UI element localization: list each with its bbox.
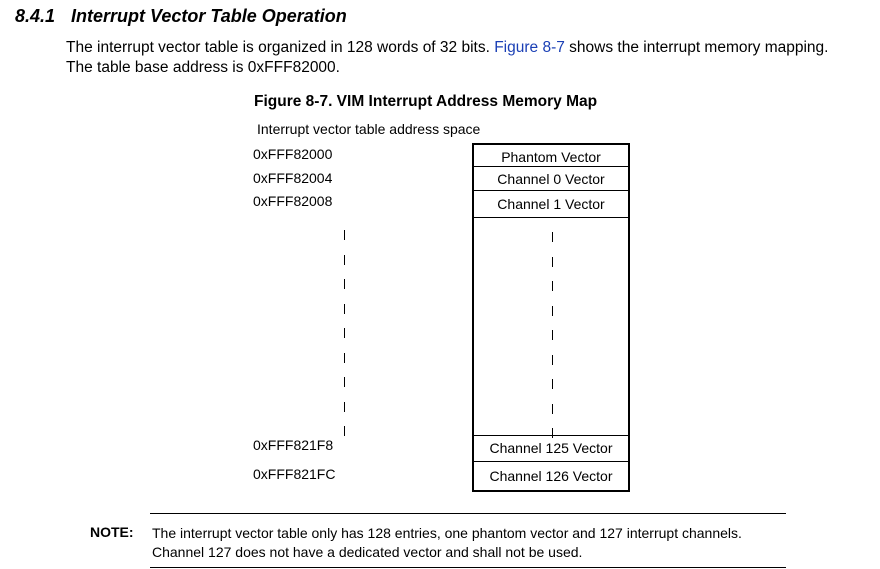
address-label: 0xFFF82004: [253, 170, 333, 186]
address-space-label: Interrupt vector table address space: [257, 121, 481, 137]
address-label: 0xFFF82000: [253, 146, 333, 162]
vector-entry: Channel 1 Vector: [497, 196, 605, 212]
continuation-tick: [552, 428, 553, 438]
row-divider: [474, 461, 628, 462]
continuation-tick: [344, 254, 345, 265]
section-number: 8.4.1: [15, 6, 56, 26]
continuation-tick: [552, 232, 553, 242]
intro-paragraph: The interrupt vector table is organized …: [66, 38, 856, 78]
intro-text-end: shows the interrupt memory mapping. The …: [66, 39, 829, 76]
continuation-tick: [552, 354, 553, 365]
continuation-tick: [552, 256, 553, 267]
note-label: NOTE:: [90, 524, 134, 540]
continuation-tick: [552, 403, 553, 414]
continuation-tick: [552, 305, 553, 316]
continuation-tick: [344, 279, 345, 289]
continuation-tick: [552, 281, 553, 291]
row-divider: [474, 217, 628, 218]
section-title: Interrupt Vector Table Operation: [71, 6, 347, 26]
continuation-tick: [344, 377, 345, 387]
figure-link[interactable]: Figure 8-7: [494, 39, 565, 56]
continuation-tick: [344, 303, 345, 314]
row-divider: [474, 435, 628, 436]
row-divider: [474, 190, 628, 191]
address-label: 0xFFF821FC: [253, 466, 336, 482]
address-label: 0xFFF82008: [253, 193, 333, 209]
note-bottom-rule: [150, 567, 786, 568]
continuation-tick: [552, 379, 553, 389]
note-text: The interrupt vector table only has 128 …: [152, 525, 742, 560]
continuation-tick: [344, 328, 345, 338]
intro-text-start: The interrupt vector table is organized …: [66, 39, 495, 56]
vector-entry: Channel 126 Vector: [489, 468, 613, 484]
continuation-tick: [344, 426, 345, 436]
continuation-tick: [344, 401, 345, 412]
vector-entry: Channel 0 Vector: [497, 171, 605, 187]
continuation-tick: [344, 230, 345, 240]
row-divider: [474, 166, 628, 167]
continuation-tick: [344, 352, 345, 363]
vector-table: Phantom Vector Channel 0 Vector Channel …: [472, 143, 630, 492]
section-heading: 8.4.1 Interrupt Vector Table Operation: [15, 6, 347, 27]
figure-caption: Figure 8-7. VIM Interrupt Address Memory…: [254, 93, 598, 110]
address-label: 0xFFF821F8: [253, 437, 334, 453]
continuation-tick: [552, 330, 553, 340]
note-top-rule: [150, 513, 786, 514]
vector-entry: Channel 125 Vector: [489, 440, 613, 456]
vector-entry: Phantom Vector: [501, 149, 601, 165]
